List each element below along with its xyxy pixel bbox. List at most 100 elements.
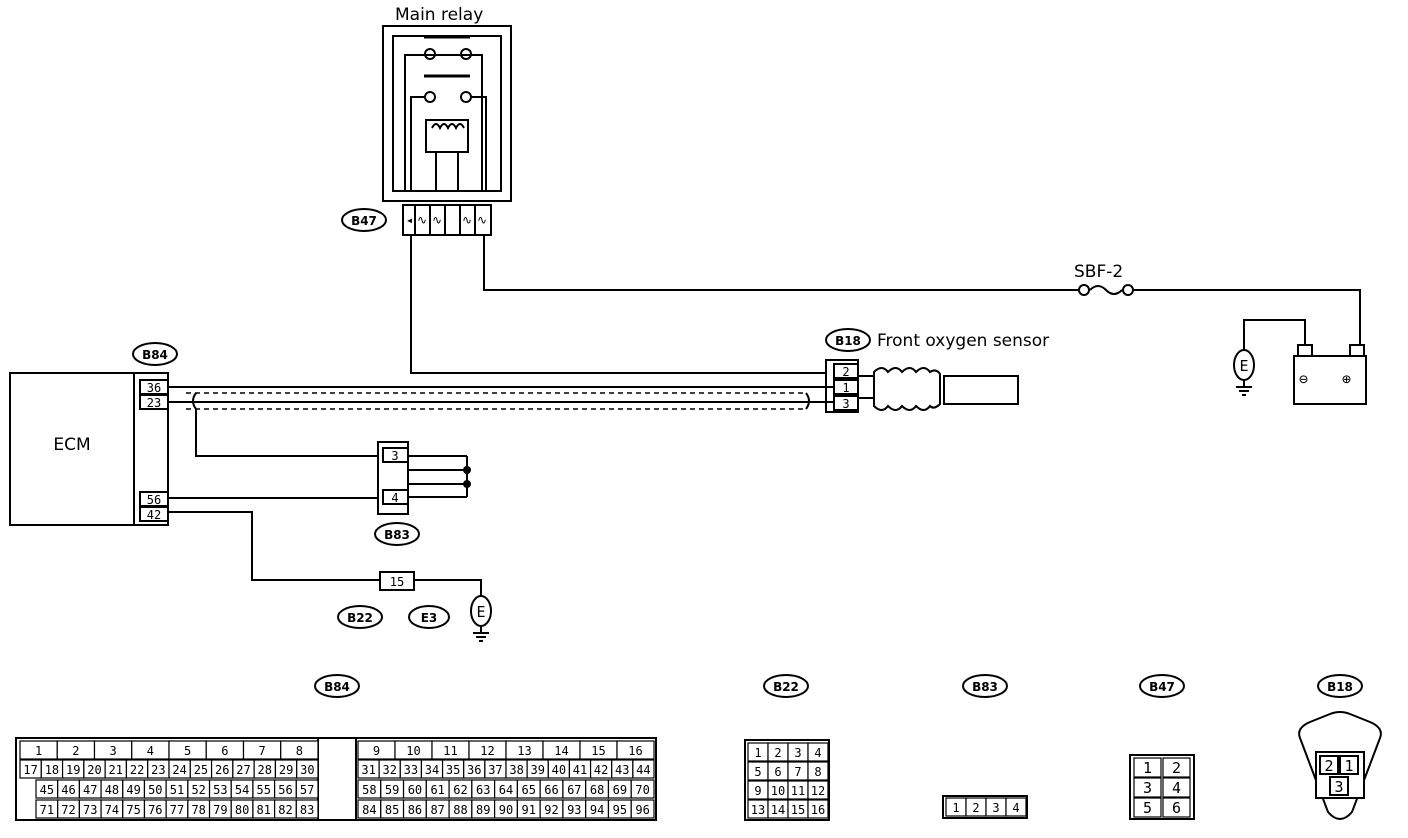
b84-pin-57-cell [295, 779, 319, 799]
b18-pin-a: 2 [1324, 757, 1333, 775]
relay-connector-tag: B47 [341, 208, 387, 232]
connector-b22-inline: 15 B22 E3 [337, 571, 482, 629]
b84-pin-72: 72 [61, 803, 75, 817]
b84-pin-28: 28 [258, 763, 272, 777]
b18-pin-c: 3 [1334, 778, 1343, 796]
b84-pin-33: 33 [404, 763, 418, 777]
b22-pin-1: 1 [754, 746, 761, 760]
b22-pin-5: 5 [754, 765, 761, 779]
b84-pin-75: 75 [126, 803, 140, 817]
b84-pin-32: 32 [382, 763, 396, 777]
b84-pin-3: 3 [110, 744, 117, 758]
b84-pin-68: 68 [590, 783, 604, 797]
front-oxygen-sensor: B18 Front oxygen sensor 2 1 3 [825, 328, 1049, 413]
wire-relay-to-sensor [410, 235, 826, 374]
b22-pin-4: 4 [814, 746, 821, 760]
b84-pin-55: 55 [257, 783, 271, 797]
b84-pin-52: 52 [191, 783, 205, 797]
b84-pin-86: 86 [408, 803, 422, 817]
b84-pin-69: 69 [613, 783, 627, 797]
b22-inline-pin: 15 [390, 575, 404, 589]
b84-pin-49: 49 [126, 783, 140, 797]
b84-pin-93: 93 [567, 803, 581, 817]
b22-pin-7: 7 [794, 765, 801, 779]
b84-pin-60: 60 [408, 783, 422, 797]
b84-pin-96: 96 [635, 803, 649, 817]
b84-pin-67: 67 [567, 783, 581, 797]
b47-pin-6: 6 [1172, 799, 1181, 817]
b84-pin-10: 10 [406, 744, 420, 758]
wire-fuse-to-battery [1132, 289, 1361, 348]
battery-minus-icon: ⊖ [1299, 370, 1308, 388]
b84-pin-5: 5 [184, 744, 191, 758]
b84-pin-57: 57 [300, 783, 314, 797]
ground-label-battery: E [1239, 357, 1248, 375]
b22-pin-11: 11 [791, 784, 805, 798]
b83-pin-4: 4 [1012, 801, 1019, 815]
b22-pin-15: 15 [791, 803, 805, 817]
fuse-label: SBF-2 [1074, 262, 1123, 282]
ecm-pin-36: 36 [147, 381, 161, 395]
b84-pin-6: 6 [221, 744, 228, 758]
b84-pin-73: 73 [83, 803, 97, 817]
b18-connector-view: B18 2 1 3 [1298, 674, 1382, 820]
b84-pin-43: 43 [615, 763, 629, 777]
b47-pin-5-cell [1133, 797, 1162, 818]
b84-pin-94: 94 [590, 803, 604, 817]
wire-relay-to-fuse [483, 235, 1078, 291]
b83-pin-4: 4 [391, 491, 398, 505]
ecm: ECM 36 23 56 42 B84 [9, 342, 178, 526]
b84-pin-26: 26 [215, 763, 229, 777]
b84-view-tag: B84 [324, 680, 350, 694]
b84-pin-44-cell [632, 759, 655, 779]
sensor-pin-2: 1 [842, 381, 849, 395]
main-relay: Main relay ◂ ∿ ∿ ∿ ∿ [382, 5, 512, 236]
b84-pin-31: 31 [361, 763, 375, 777]
shielded-signal-wires [168, 386, 834, 410]
b47-pin-3-cell [1133, 777, 1162, 798]
b84-pin-71: 71 [40, 803, 54, 817]
b84-pin-64: 64 [499, 783, 513, 797]
b84-pin-83-cell [295, 799, 319, 819]
main-relay-label: Main relay [395, 5, 483, 25]
b84-pin-74: 74 [105, 803, 119, 817]
b47-pin-4-cell [1162, 777, 1191, 798]
ecm-pin-56: 56 [147, 493, 161, 507]
b22-pin-13: 13 [751, 803, 765, 817]
b84-pin-70: 70 [635, 783, 649, 797]
b84-pin-8: 8 [296, 744, 303, 758]
b22-view-tag: B22 [773, 680, 799, 694]
b84-pin-46: 46 [61, 783, 75, 797]
b18-view-tag: B18 [1327, 680, 1353, 694]
b22-pin-12-cell [807, 780, 829, 800]
b84-pin-80: 80 [235, 803, 249, 817]
ground-symbol-ecm: E [470, 595, 492, 642]
b84-pin-91: 91 [522, 803, 536, 817]
b84-pin-89: 89 [476, 803, 490, 817]
svg-text:∿: ∿ [417, 213, 427, 227]
b84-pin-78: 78 [191, 803, 205, 817]
b84-pin-35: 35 [446, 763, 460, 777]
b84-pin-9: 9 [373, 744, 380, 758]
ecm-pin-42: 42 [147, 508, 161, 522]
b83-pin-3: 3 [992, 801, 999, 815]
b22-pin-4-cell [807, 742, 829, 762]
b84-pin-16-cell [616, 740, 655, 760]
b84-pin-36: 36 [467, 763, 481, 777]
b84-pin-21: 21 [109, 763, 123, 777]
b84-pin-23: 23 [151, 763, 165, 777]
b84-pin-61: 61 [430, 783, 444, 797]
b84-pin-8-cell [280, 740, 319, 760]
b22-pin-3: 3 [794, 746, 801, 760]
b84-pin-17: 17 [23, 763, 37, 777]
b84-pin-37: 37 [488, 763, 502, 777]
b18-pin-b: 1 [1344, 757, 1353, 775]
svg-text:∿: ∿ [432, 213, 442, 227]
b84-pin-92: 92 [544, 803, 558, 817]
b84-pin-50: 50 [148, 783, 162, 797]
b22-pin-10: 10 [771, 784, 785, 798]
b84-pin-85: 85 [385, 803, 399, 817]
